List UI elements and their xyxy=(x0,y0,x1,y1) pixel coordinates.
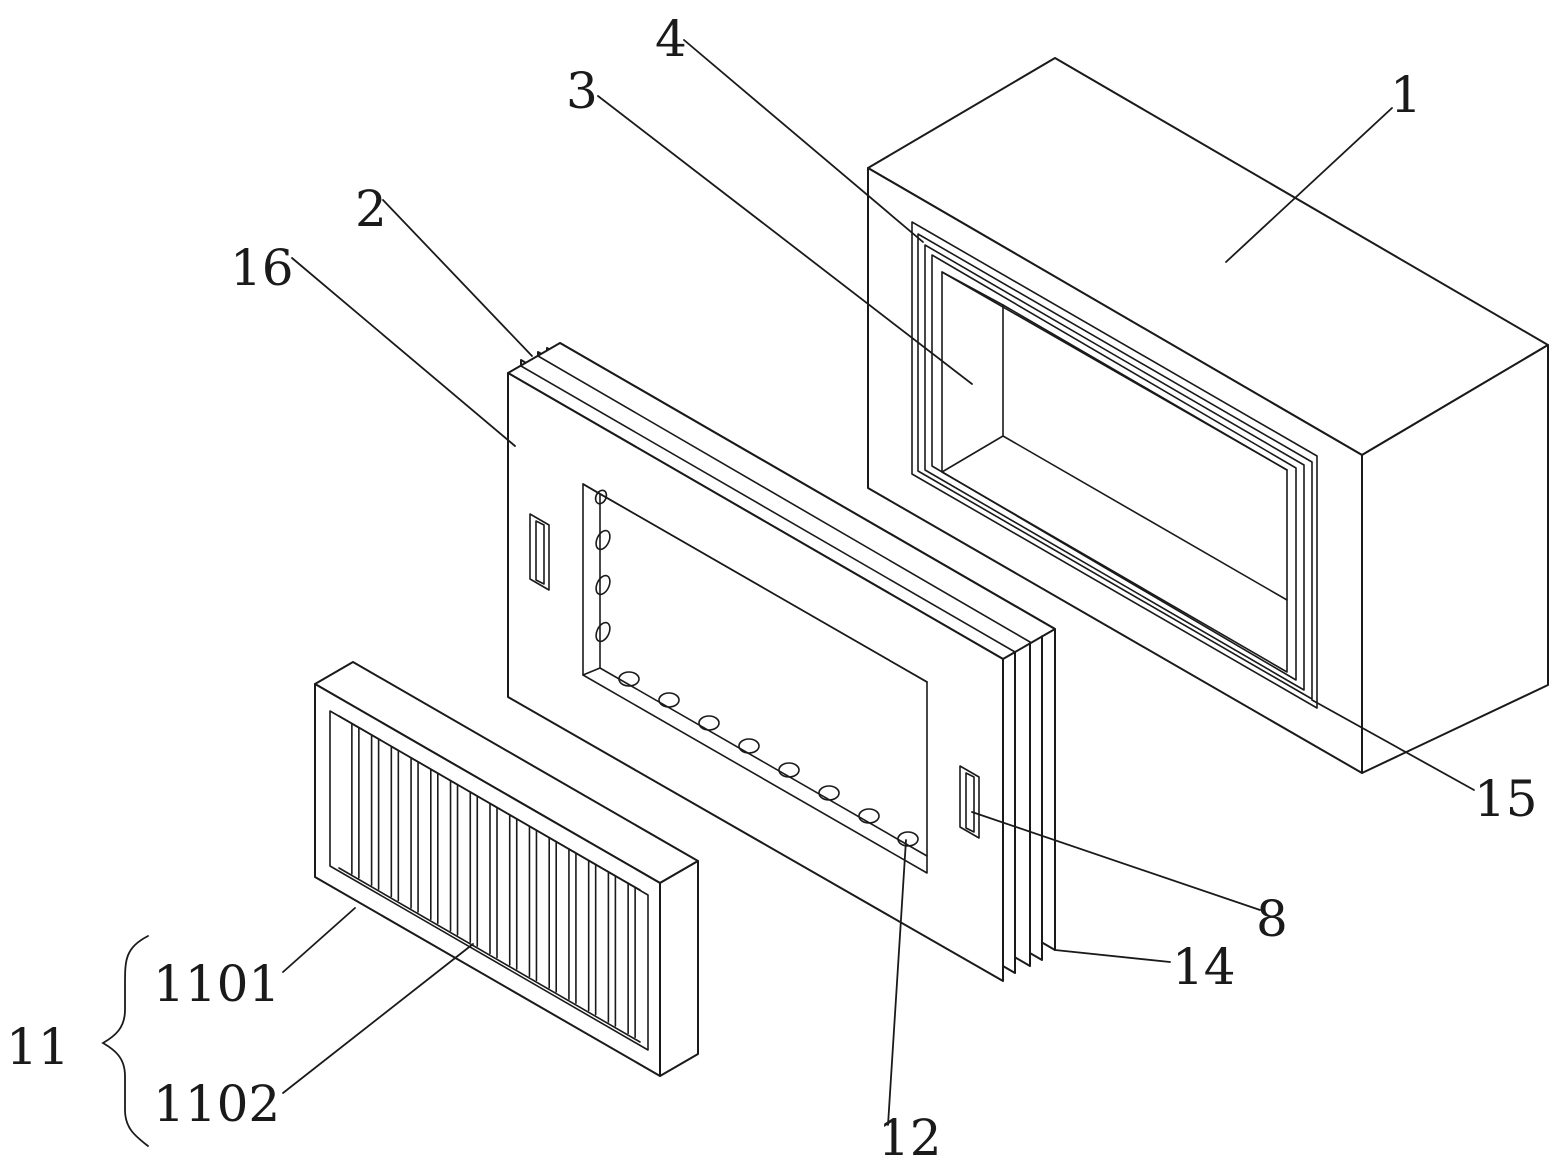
leader-1101 xyxy=(283,908,355,972)
label-12: 12 xyxy=(878,1109,942,1167)
label-14: 14 xyxy=(1172,938,1236,996)
leader-4 xyxy=(684,40,923,242)
label-8: 8 xyxy=(1256,890,1288,948)
label-1: 1 xyxy=(1390,66,1422,124)
label-15: 15 xyxy=(1474,770,1538,828)
label-11: 11 xyxy=(6,1018,70,1076)
brace-11 xyxy=(103,936,148,1146)
label-3: 3 xyxy=(566,62,598,120)
label-16: 16 xyxy=(230,239,294,297)
leader-2 xyxy=(383,200,532,356)
label-2: 2 xyxy=(355,180,387,238)
label-4: 4 xyxy=(655,10,687,68)
leader-16 xyxy=(292,258,515,446)
leader-1102 xyxy=(283,944,473,1093)
label-1102: 1102 xyxy=(153,1075,280,1133)
label-1101: 1101 xyxy=(153,955,280,1013)
leader-14 xyxy=(1055,950,1170,962)
